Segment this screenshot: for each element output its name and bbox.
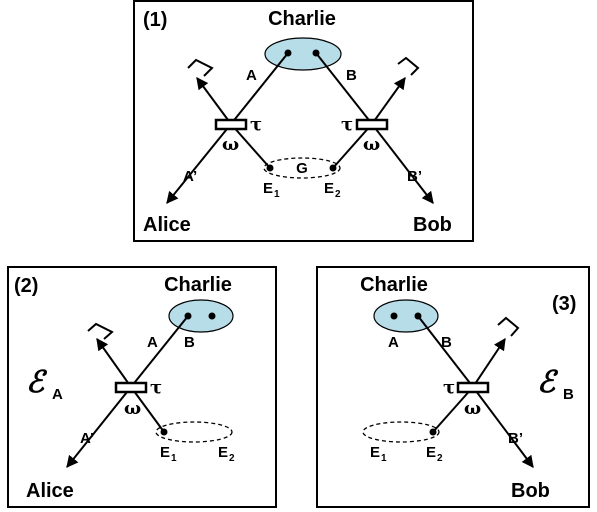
panel-1-right-beamsplitter	[355, 118, 389, 131]
panel-3-e2-label: E	[426, 444, 436, 461]
panel-3-e1-label: E	[370, 444, 380, 461]
panel-1-mode-b-line	[315, 52, 373, 125]
panel-3-tau: τ	[443, 377, 455, 398]
panel-1-left-trash-icon	[187, 58, 214, 77]
panel-1-dot-e2	[329, 164, 337, 172]
panel-2-dot-b	[208, 312, 216, 320]
panel-3-e1-sub: 1	[381, 453, 387, 464]
panel-1-gaussian-label: G	[296, 160, 308, 177]
panel-2-mode-a-line	[130, 315, 189, 388]
panel-2-env-ellipse	[155, 421, 233, 443]
panel-2-channel-label: ℰ	[26, 365, 48, 400]
panel-2-e2-label: E	[218, 444, 228, 461]
panel-2-dot-e1	[160, 428, 168, 436]
panel-1-dot-e1	[266, 164, 274, 172]
panel-1-charlie-ellipse	[264, 37, 342, 71]
panel-3-mode-a-label: A	[388, 334, 399, 351]
panel-2-mode-a-out-label: A’	[80, 430, 94, 447]
panel-2-beamsplitter	[114, 381, 148, 394]
panel-2: (2) Charlie τ ω E 1 E 2 A B A’ ℰ A Alice	[7, 266, 277, 508]
panel-3-bob-label: Bob	[511, 480, 550, 502]
panel-2-charlie-label: Charlie	[164, 274, 232, 296]
panel-1-mode-b-out-label: B’	[407, 168, 422, 185]
panel-3-env-ellipse	[362, 421, 440, 443]
panel-3-trash-icon	[497, 316, 520, 337]
panel-3-frame	[316, 266, 590, 508]
panel-1-frame	[133, 0, 474, 242]
panel-1-e1-label: E	[263, 180, 273, 197]
panel-1-left-omega: ω	[222, 134, 239, 155]
panel-1-mode-a-label: A	[246, 67, 257, 84]
panel-1-bob-label: Bob	[413, 214, 452, 236]
panel-2-frame	[7, 266, 277, 508]
panel-2-e1-sub: 1	[171, 453, 177, 464]
panel-2-mode-a-label: A	[147, 334, 158, 351]
panel-2-charlie-ellipse	[168, 299, 234, 333]
panel-2-alice-label: Alice	[26, 480, 74, 502]
panel-1-e2-label: E	[324, 180, 334, 197]
panel-1-mode-b-label: B	[346, 67, 357, 84]
panel-3-channel-sub: B	[563, 386, 574, 403]
panel-2-alice-arrow	[66, 386, 132, 468]
panel-3-channel-label: ℰ	[537, 365, 559, 400]
panel-3-charlie-ellipse	[373, 299, 439, 333]
panel-3-charlie-label: Charlie	[360, 274, 428, 296]
panel-2-channel-sub: A	[52, 386, 63, 403]
panel-3-dot-e2	[429, 428, 437, 436]
panel-3-env-line	[432, 386, 474, 433]
panel-1-right-env-line	[332, 123, 373, 169]
panel-2-trash-arrow	[96, 338, 132, 388]
panel-1-right-omega: ω	[363, 134, 380, 155]
panel-1-mode-a-out-label: A’	[183, 168, 197, 185]
panel-2-env-line	[130, 386, 165, 433]
panel-2-trash-icon	[87, 322, 114, 340]
panel-1-e1-sub: 1	[274, 189, 280, 200]
panel-1-left-env-line	[230, 123, 271, 169]
panel-1-left-beamsplitter	[214, 118, 248, 131]
panel-1-left-trash-arrow	[196, 77, 232, 125]
panel-3-bob-arrow	[472, 386, 534, 468]
panel-3: (3) Charlie τ ω E 1 E 2 A B B’ ℰ B Bob	[316, 266, 590, 508]
panel-1-right-trash-icon	[397, 56, 420, 76]
panel-1-number: (1)	[143, 9, 167, 31]
panel-3-number: (3)	[552, 293, 576, 315]
panel-1-left-tau: τ	[250, 114, 262, 135]
panel-2-e1-label: E	[160, 444, 170, 461]
panel-2-tau: τ	[150, 377, 162, 398]
panel-3-mode-b-line	[417, 315, 474, 388]
panel-1-bob-arrow	[371, 123, 434, 204]
panel-1-gaussian-ellipse	[263, 157, 341, 179]
panel-2-number: (2)	[14, 275, 38, 297]
panel-2-e2-sub: 2	[229, 453, 235, 464]
panel-3-mode-b-label: B	[441, 334, 452, 351]
panel-2-mode-b-label: B	[184, 334, 195, 351]
panel-1-e2-sub: 2	[335, 189, 341, 200]
panel-1: (1) Charlie τ ω τ ω G E 1 E 2 A B A’	[133, 0, 474, 242]
panel-1-charlie-label: Charlie	[268, 8, 336, 30]
panel-3-dot-a	[390, 312, 398, 320]
panel-1-alice-arrow	[166, 123, 232, 204]
panel-3-trash-arrow	[472, 338, 506, 388]
panel-1-right-trash-arrow	[371, 77, 406, 125]
panel-1-alice-label: Alice	[143, 214, 191, 236]
panel-3-beamsplitter	[456, 381, 490, 394]
panel-3-omega: ω	[464, 398, 481, 419]
panel-1-right-tau: τ	[341, 114, 353, 135]
panel-3-mode-b-out-label: B’	[508, 430, 523, 447]
panel-1-mode-a-line	[230, 52, 289, 125]
panel-3-e2-sub: 2	[437, 453, 443, 464]
panel-2-omega: ω	[124, 398, 141, 419]
